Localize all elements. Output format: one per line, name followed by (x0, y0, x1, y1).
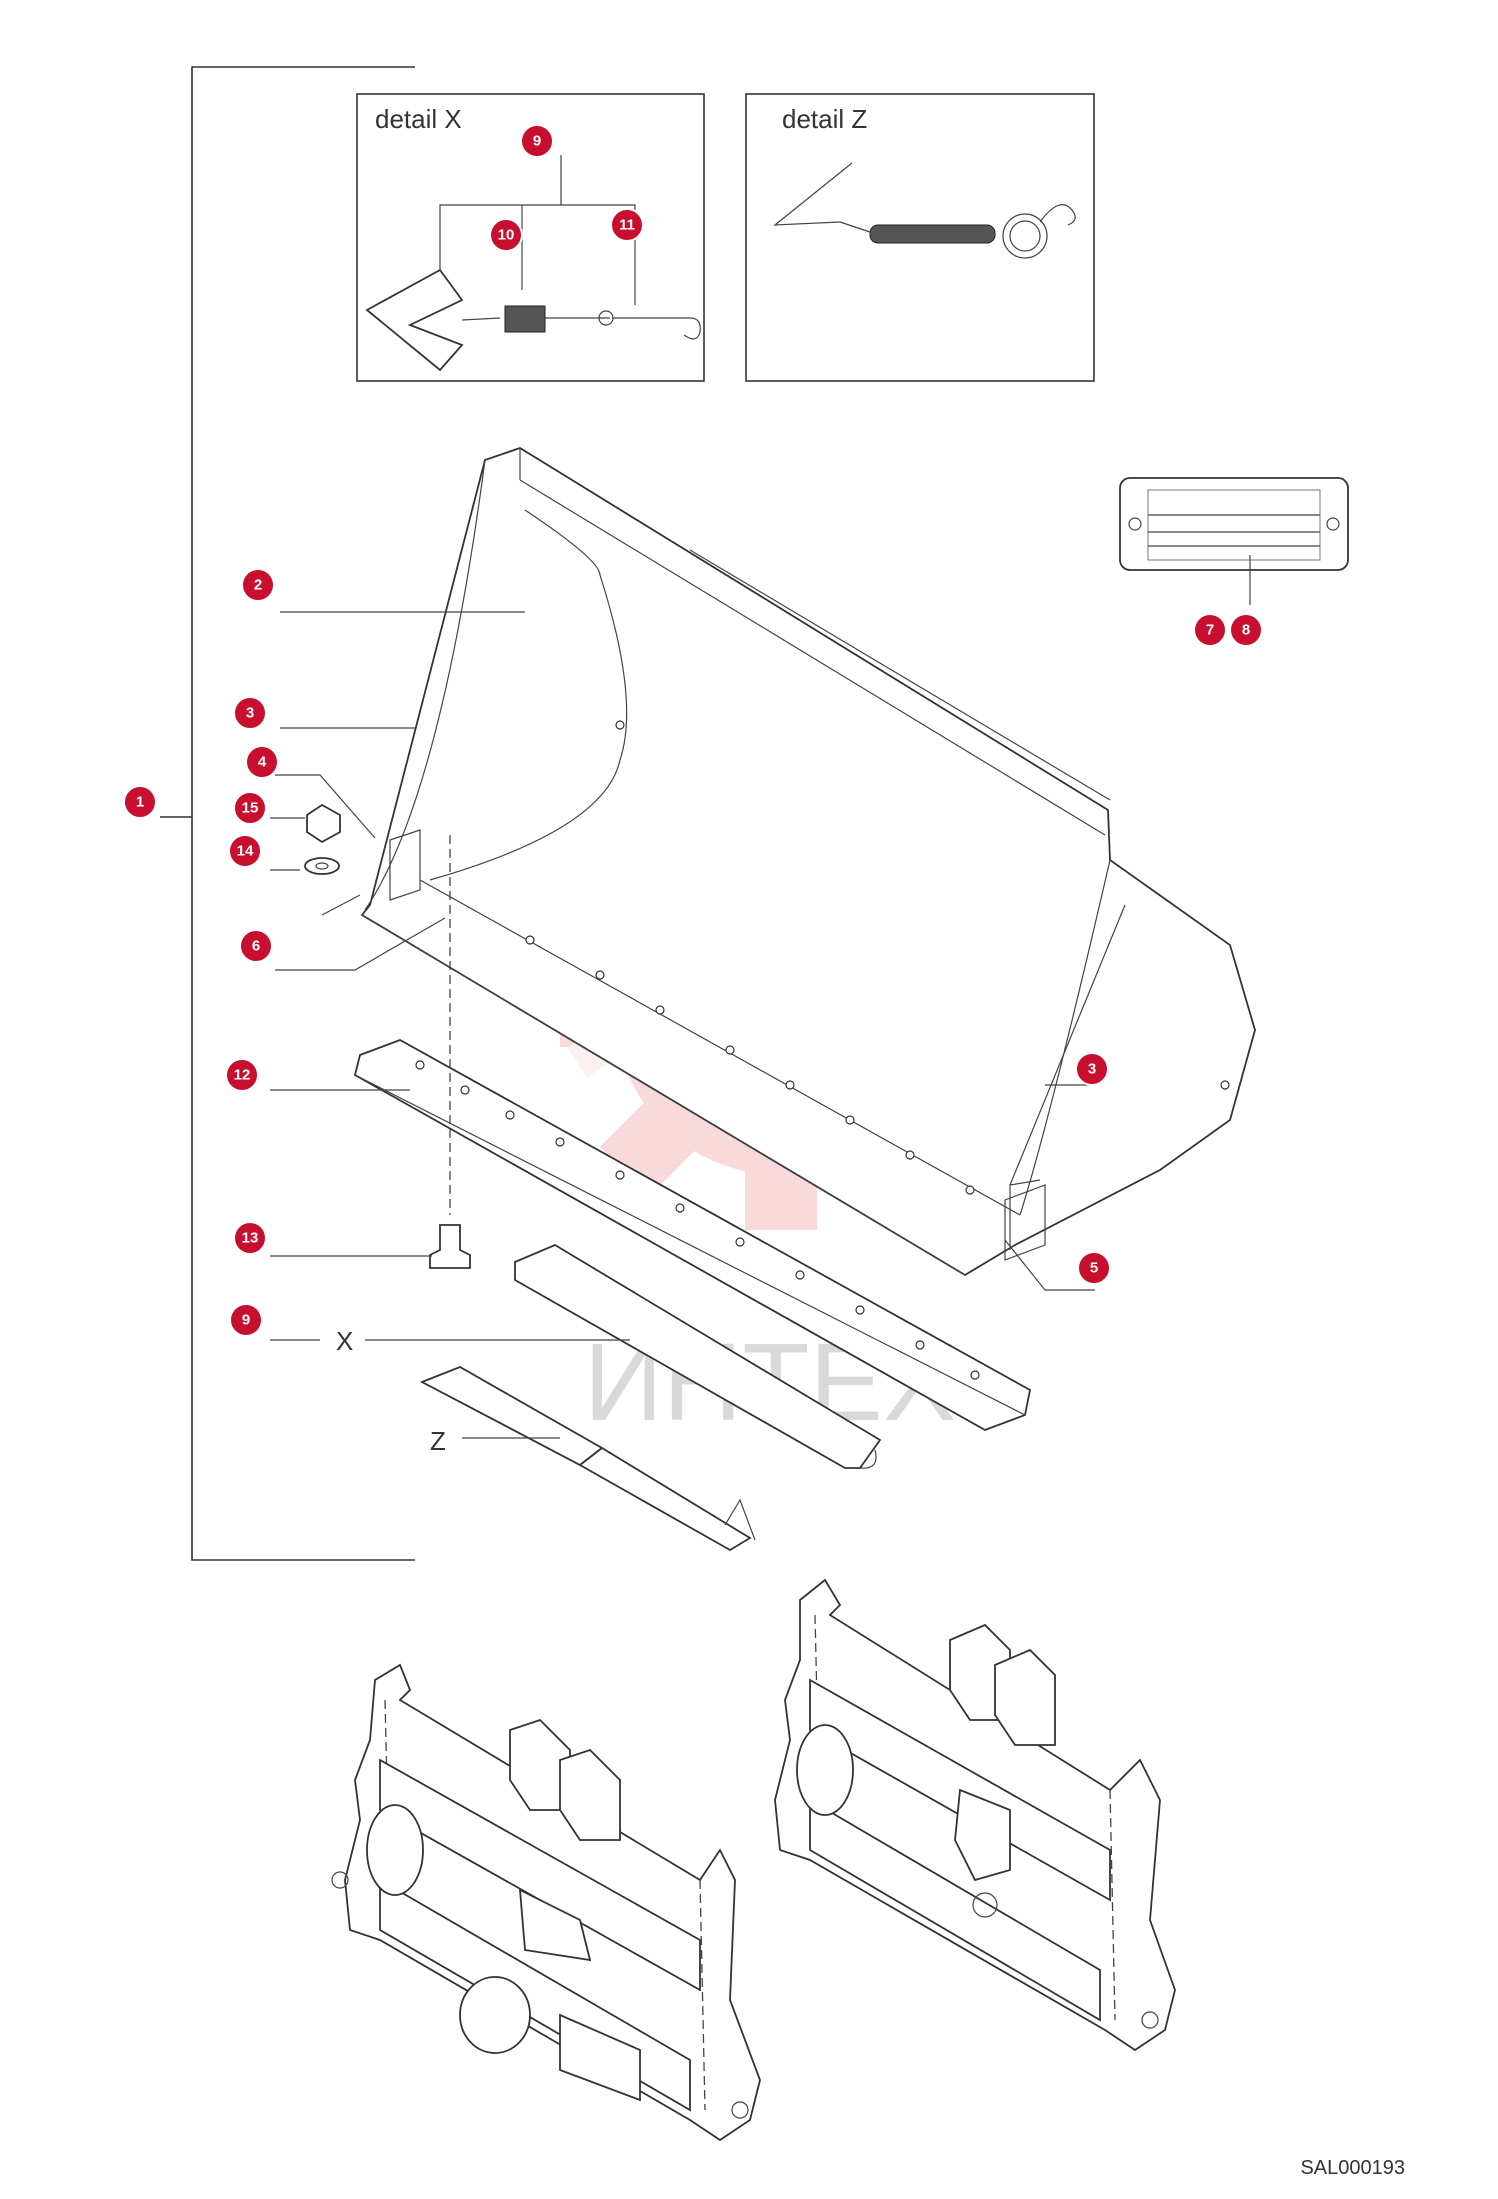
svg-text:14: 14 (237, 843, 254, 860)
fasteners (304, 803, 471, 1269)
detail-x-box: detail X (356, 93, 705, 382)
marker-10[interactable]: 10 (489, 218, 523, 252)
marker-3-right[interactable]: 3 (1075, 1052, 1109, 1086)
assembly-bracket (160, 66, 415, 1561)
marker-6[interactable]: 6 (239, 929, 273, 963)
svg-text:13: 13 (242, 1230, 259, 1247)
marker-13[interactable]: 13 (233, 1221, 267, 1255)
svg-text:6: 6 (252, 938, 260, 955)
svg-text:4: 4 (258, 754, 267, 771)
marker-14[interactable]: 14 (228, 834, 262, 868)
marker-9-detail[interactable]: 9 (520, 124, 554, 158)
strip-x (514, 1243, 882, 1469)
marker-3-left[interactable]: 3 (233, 696, 267, 730)
svg-text:9: 9 (242, 1312, 250, 1329)
svg-text:3: 3 (1088, 1061, 1096, 1078)
quick-coupler-left (331, 1663, 761, 2142)
drawing-code: SAL000193 (1300, 2157, 1405, 2179)
cutting-edge (353, 1039, 1032, 1431)
marker-11[interactable]: 11 (610, 208, 644, 242)
marker-4[interactable]: 4 (245, 745, 279, 779)
marker-5[interactable]: 5 (1077, 1251, 1111, 1285)
marker-15[interactable]: 15 (233, 791, 267, 825)
leader-lines (270, 611, 1095, 1439)
svg-text:12: 12 (234, 1067, 251, 1084)
svg-text:9: 9 (533, 133, 541, 150)
strip-z (419, 1366, 756, 1552)
svg-text:7: 7 (1206, 622, 1214, 639)
marker-1[interactable]: 1 (123, 785, 157, 819)
quick-coupler-right (774, 1578, 1176, 2052)
svg-text:1: 1 (136, 794, 144, 811)
svg-text:8: 8 (1242, 622, 1250, 639)
marker-9-lower[interactable]: 9 (229, 1303, 263, 1337)
svg-text:5: 5 (1090, 1260, 1098, 1277)
marker-12[interactable]: 12 (225, 1058, 259, 1092)
marker-2[interactable]: 2 (241, 568, 275, 602)
label-x: X (336, 1326, 353, 1356)
marker-7[interactable]: 7 (1193, 613, 1227, 647)
bucket-body (360, 447, 1256, 1277)
label-z: Z (430, 1426, 446, 1456)
svg-text:11: 11 (619, 217, 635, 234)
svg-text:15: 15 (242, 800, 259, 817)
marker-8[interactable]: 8 (1229, 613, 1263, 647)
svg-text:3: 3 (246, 705, 254, 722)
nameplate (1119, 477, 1349, 605)
detail-x-title: detail X (375, 104, 462, 134)
detail-z-title: detail Z (782, 104, 867, 134)
svg-text:2: 2 (254, 577, 262, 594)
svg-text:10: 10 (498, 227, 515, 244)
detail-z-box: detail Z (745, 93, 1095, 382)
